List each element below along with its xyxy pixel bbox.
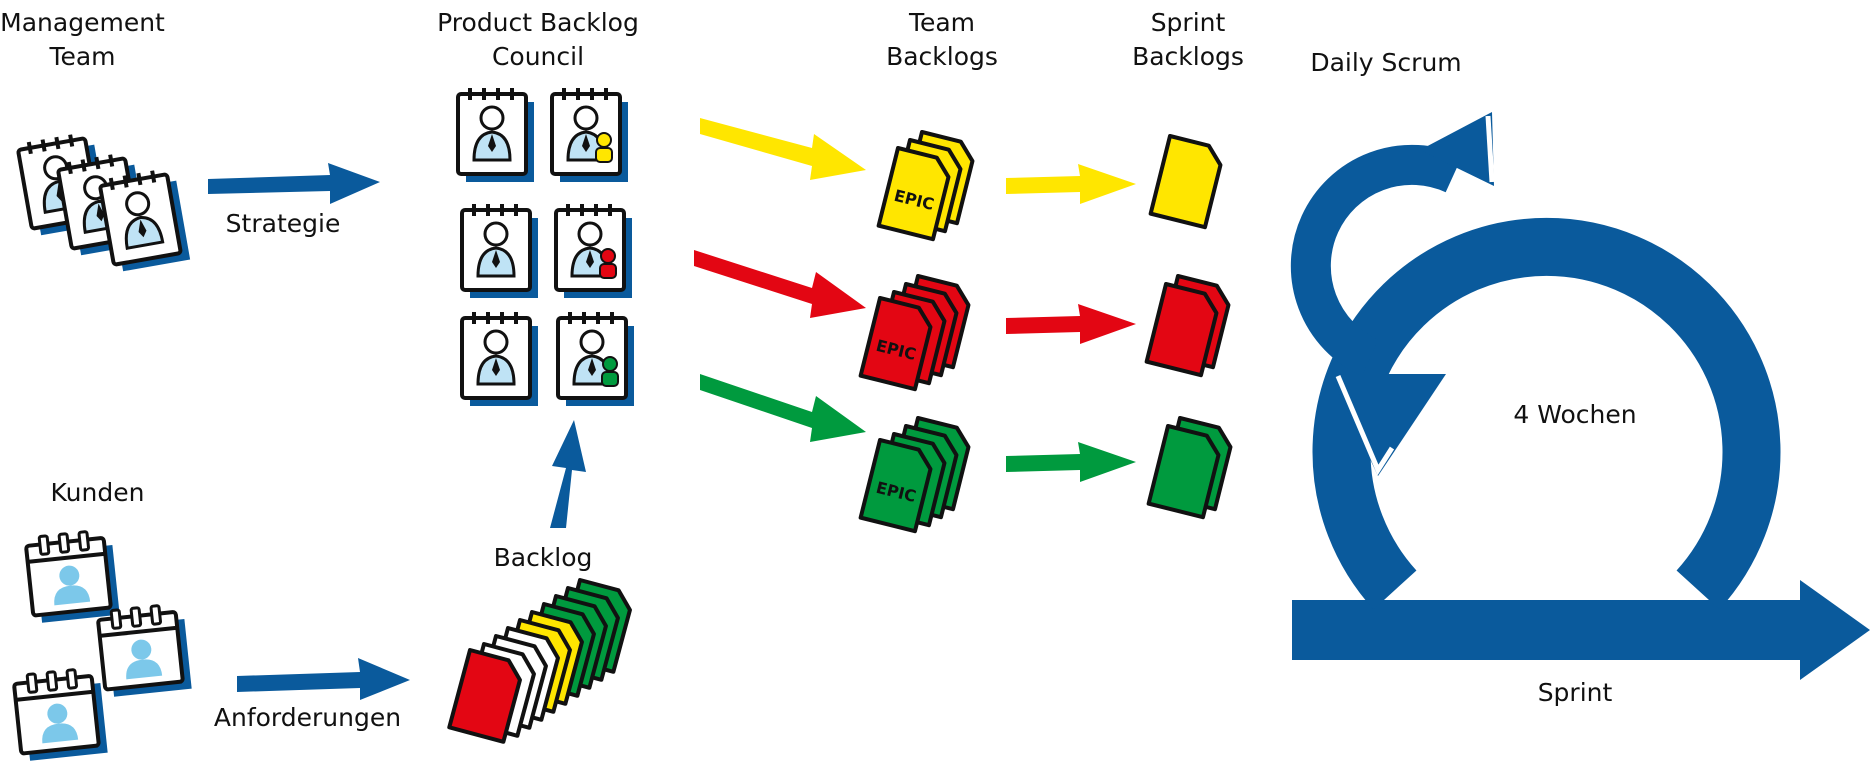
four-weeks-label: 4 Wochen — [1513, 400, 1637, 429]
sprint-backlog-red — [1144, 274, 1235, 378]
management-team-line1: Management — [0, 8, 165, 37]
council-line2: Council — [491, 42, 585, 71]
yellow-small-arrow — [1006, 164, 1136, 204]
sprint-backlog-yellow — [1148, 134, 1227, 230]
sprint-label: Sprint — [1537, 678, 1613, 707]
sprint-backlogs-label: Sprint Backlogs — [1114, 6, 1262, 74]
management-team-label: Management Team — [0, 6, 165, 74]
management-team-icons — [14, 128, 193, 275]
person-calendar-icon — [11, 665, 110, 764]
anforderungen-arrow — [237, 658, 410, 700]
green-small-arrow — [1006, 442, 1136, 482]
backlog-up-arrow — [550, 420, 586, 528]
circular-arrow-icon — [1290, 112, 1870, 680]
strategie-arrow — [208, 163, 380, 204]
team-backlogs-label: Team Backlogs — [868, 6, 1016, 74]
anforderungen-label: Anforderungen — [213, 703, 402, 732]
green-arrow — [700, 374, 866, 442]
backlog-label: Backlog — [493, 543, 593, 572]
council-icons — [456, 86, 636, 408]
sprint-backlogs-line1: Sprint — [1150, 8, 1226, 37]
person-calendar-icon — [23, 527, 122, 626]
person-notepad-icon — [460, 202, 540, 300]
person-notepad-icon — [550, 86, 630, 184]
epic-yellow-stack: EPIC — [876, 130, 979, 242]
strategie-label: Strategie — [225, 209, 341, 238]
management-team-line2: Team — [49, 42, 116, 71]
kunden-label: Kunden — [50, 478, 145, 507]
epic-green-stack: EPIC — [858, 416, 975, 534]
sprint-backlog-green — [1146, 416, 1237, 520]
backlog-card-stack — [447, 578, 637, 744]
product-backlog-council-label: Product Backlog Council — [425, 6, 651, 74]
person-notepad-icon — [556, 310, 636, 408]
epic-red-stack: EPIC — [858, 274, 975, 392]
person-notepad-icon — [460, 310, 540, 408]
team-backlogs-line2: Backlogs — [886, 42, 998, 71]
daily-scrum-label: Daily Scrum — [1310, 48, 1462, 77]
kunden-icons — [11, 527, 194, 764]
red-arrow — [694, 250, 866, 318]
yellow-arrow — [700, 118, 866, 180]
person-notepad-icon — [554, 202, 634, 300]
person-notepad-icon — [456, 86, 536, 184]
person-calendar-icon — [95, 601, 194, 700]
council-line1: Product Backlog — [437, 8, 639, 37]
team-backlogs-line1: Team — [908, 8, 976, 37]
person-notepad-icon — [96, 164, 193, 275]
red-small-arrow — [1006, 304, 1136, 344]
sprint-backlogs-line2: Backlogs — [1132, 42, 1244, 71]
